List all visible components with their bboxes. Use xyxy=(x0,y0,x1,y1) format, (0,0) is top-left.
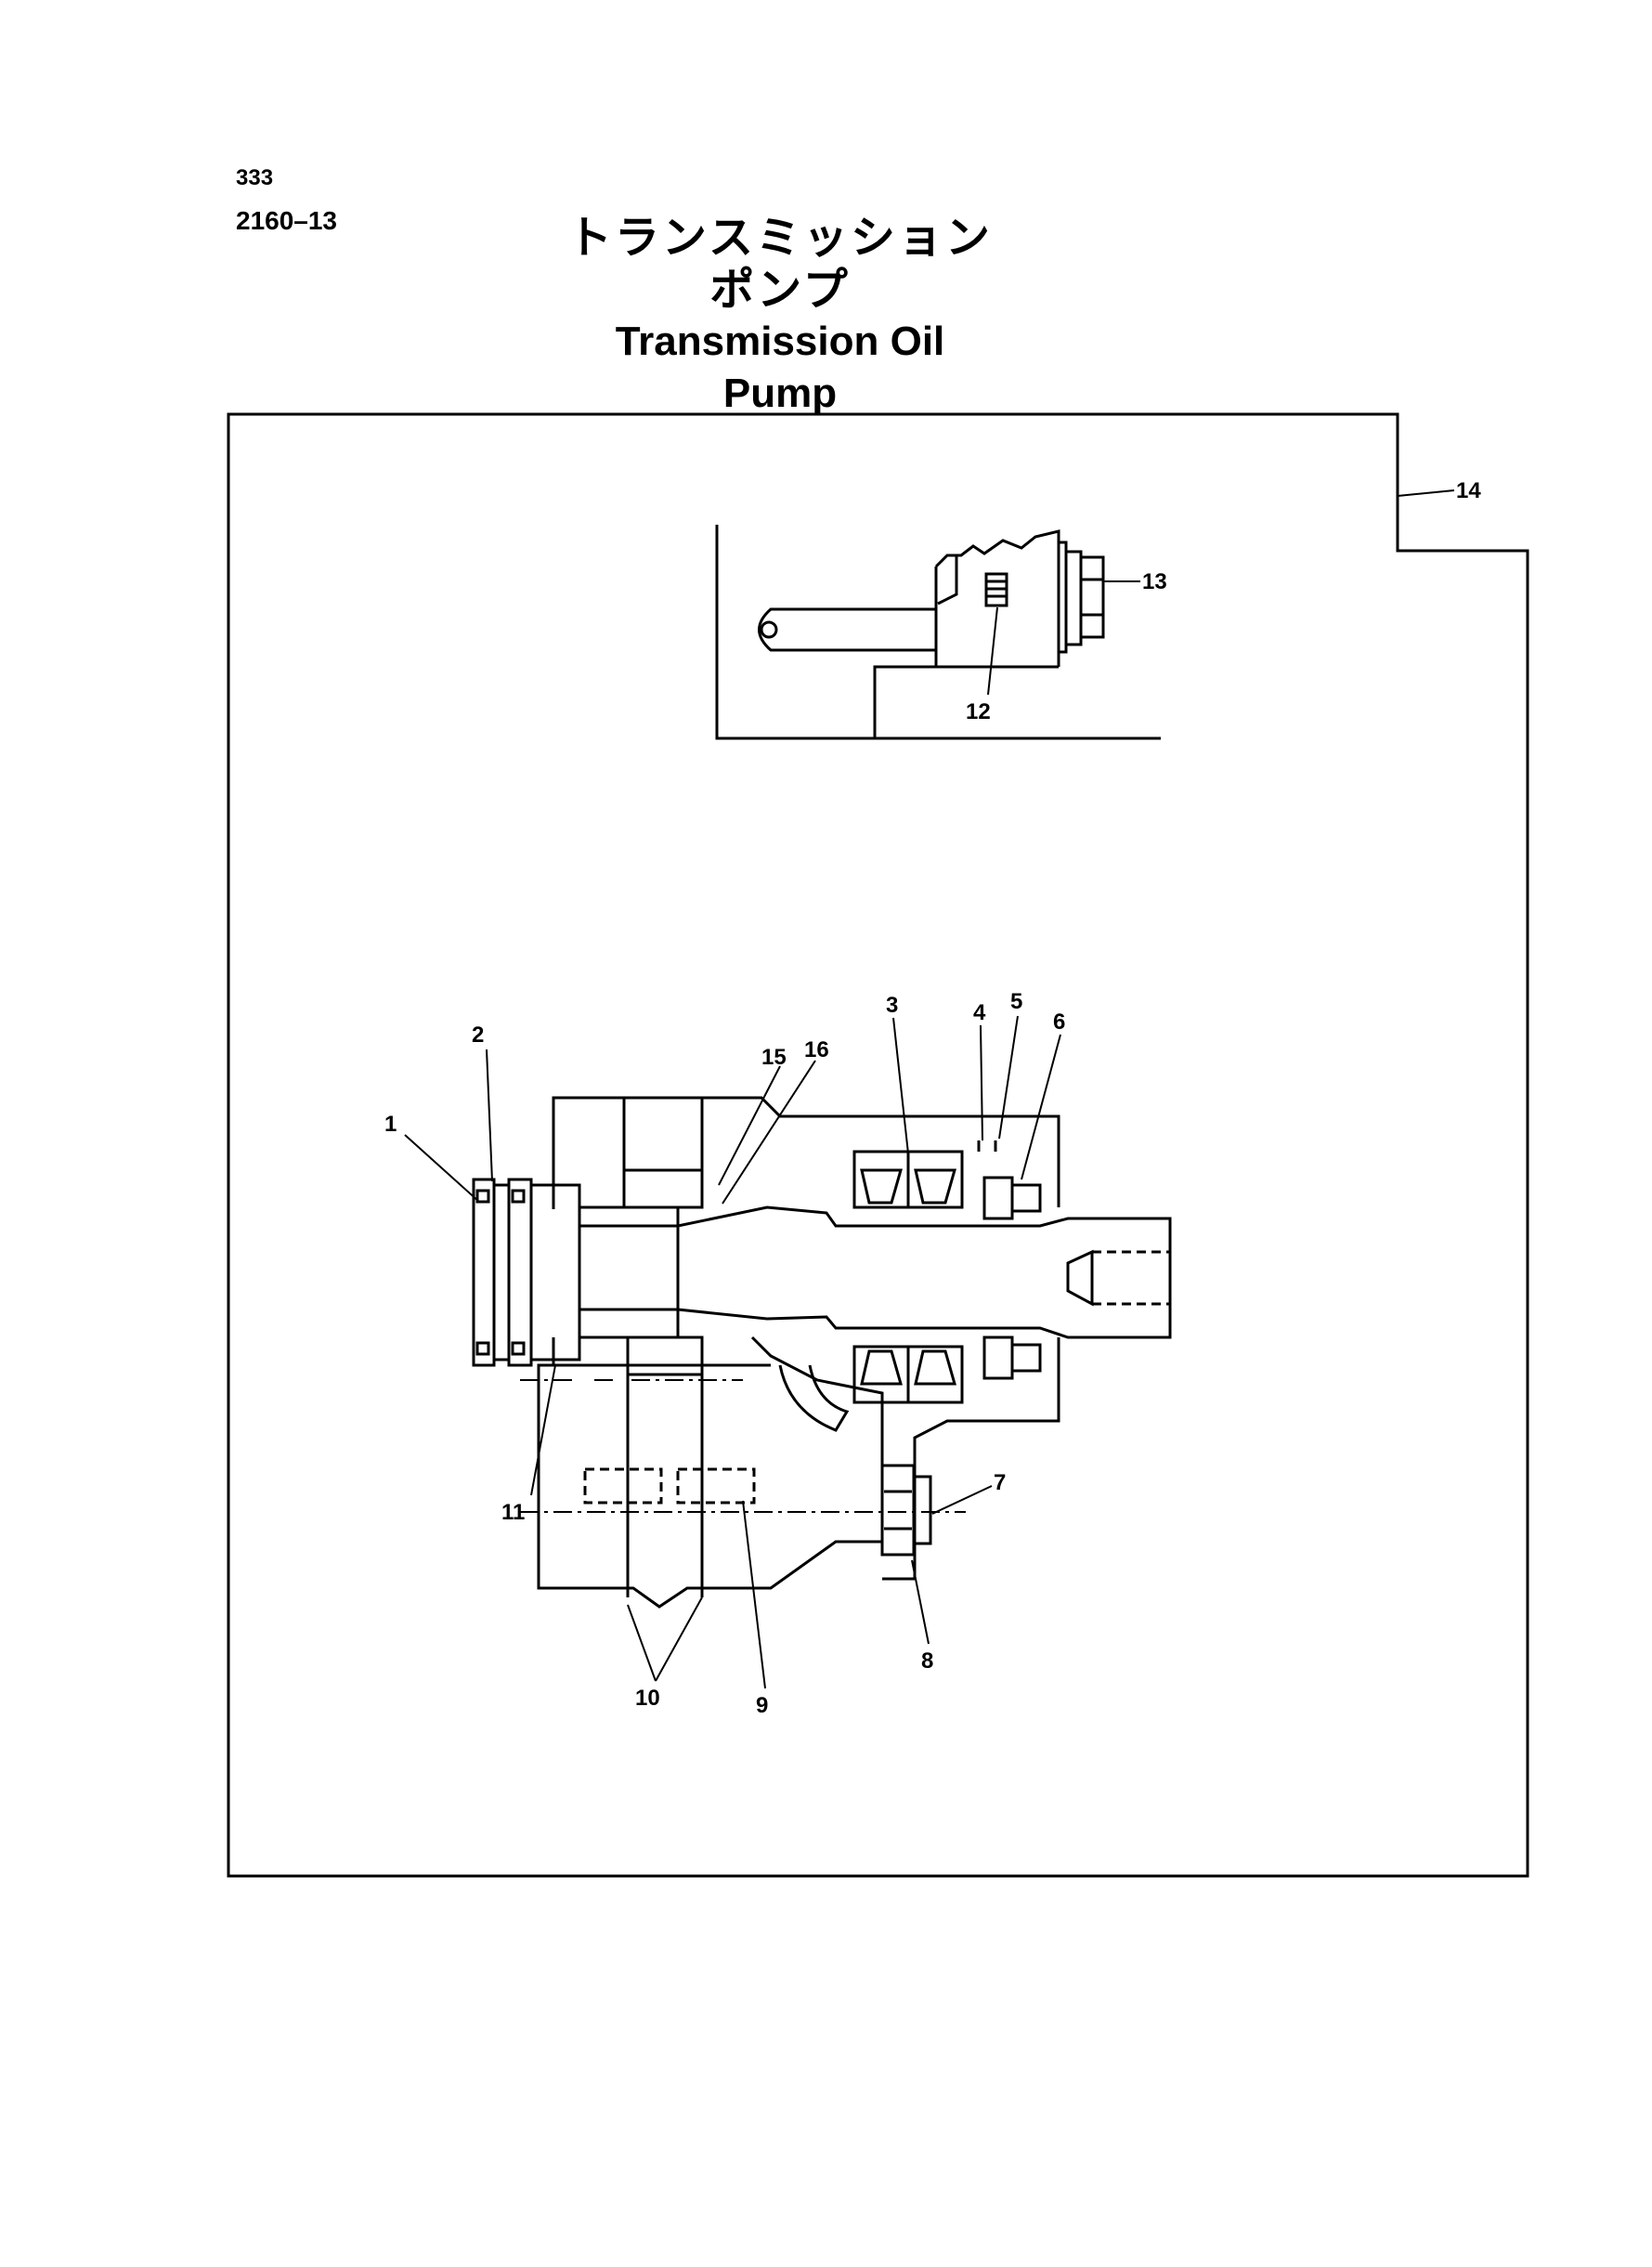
callout-4: 4 xyxy=(973,1000,986,1025)
callout-13: 13 xyxy=(1142,569,1167,594)
leader-2 xyxy=(486,1049,493,1182)
page-number: 333 xyxy=(236,165,274,190)
callout-9: 9 xyxy=(756,1693,768,1718)
leader-3 xyxy=(892,1017,909,1154)
title-block: トランスミッションポンプ Transmission Oil Pump xyxy=(557,212,1003,420)
leader-7 xyxy=(931,1485,993,1515)
bearing-upper xyxy=(852,1150,964,1209)
leader-1 xyxy=(404,1134,480,1203)
leader-6 xyxy=(1021,1034,1061,1180)
callout-6: 6 xyxy=(1053,1010,1065,1035)
bearing-lower xyxy=(852,1345,964,1404)
title-english: Transmission Oil Pump xyxy=(615,319,945,416)
leader-8 xyxy=(911,1559,930,1645)
leader-11 xyxy=(530,1364,556,1496)
callout-14: 14 xyxy=(1456,478,1481,503)
leader-10 xyxy=(627,1596,703,1682)
title-japanese: トランスミッションポンプ xyxy=(566,212,994,316)
callout-12: 12 xyxy=(966,699,991,724)
leader-12 xyxy=(987,606,998,696)
leader-4 xyxy=(980,1024,983,1141)
callout-5: 5 xyxy=(1010,989,1022,1014)
leader-15 xyxy=(718,1065,781,1186)
callout-1: 1 xyxy=(384,1112,397,1137)
leader-14 xyxy=(1397,489,1455,497)
callout-16: 16 xyxy=(804,1037,829,1062)
leader-16 xyxy=(722,1060,816,1205)
leader-lines xyxy=(404,489,1455,1689)
inset-view xyxy=(715,525,1161,740)
callout-11: 11 xyxy=(501,1500,525,1525)
callout-8: 8 xyxy=(921,1648,933,1674)
part-code: 2160–13 xyxy=(236,206,338,235)
main-section-view xyxy=(472,1096,1172,1609)
callout-10: 10 xyxy=(635,1686,660,1711)
callout-labels: 1 2 3 4 5 6 7 8 9 10 11 12 13 14 15 16 xyxy=(384,478,1481,1718)
diagram-frame xyxy=(227,412,1529,1878)
leader-5 xyxy=(998,1015,1019,1140)
callout-3: 3 xyxy=(886,993,898,1018)
leader-9 xyxy=(742,1500,766,1689)
callout-7: 7 xyxy=(994,1470,1006,1495)
callout-2: 2 xyxy=(472,1023,484,1048)
callout-15: 15 xyxy=(761,1045,787,1070)
